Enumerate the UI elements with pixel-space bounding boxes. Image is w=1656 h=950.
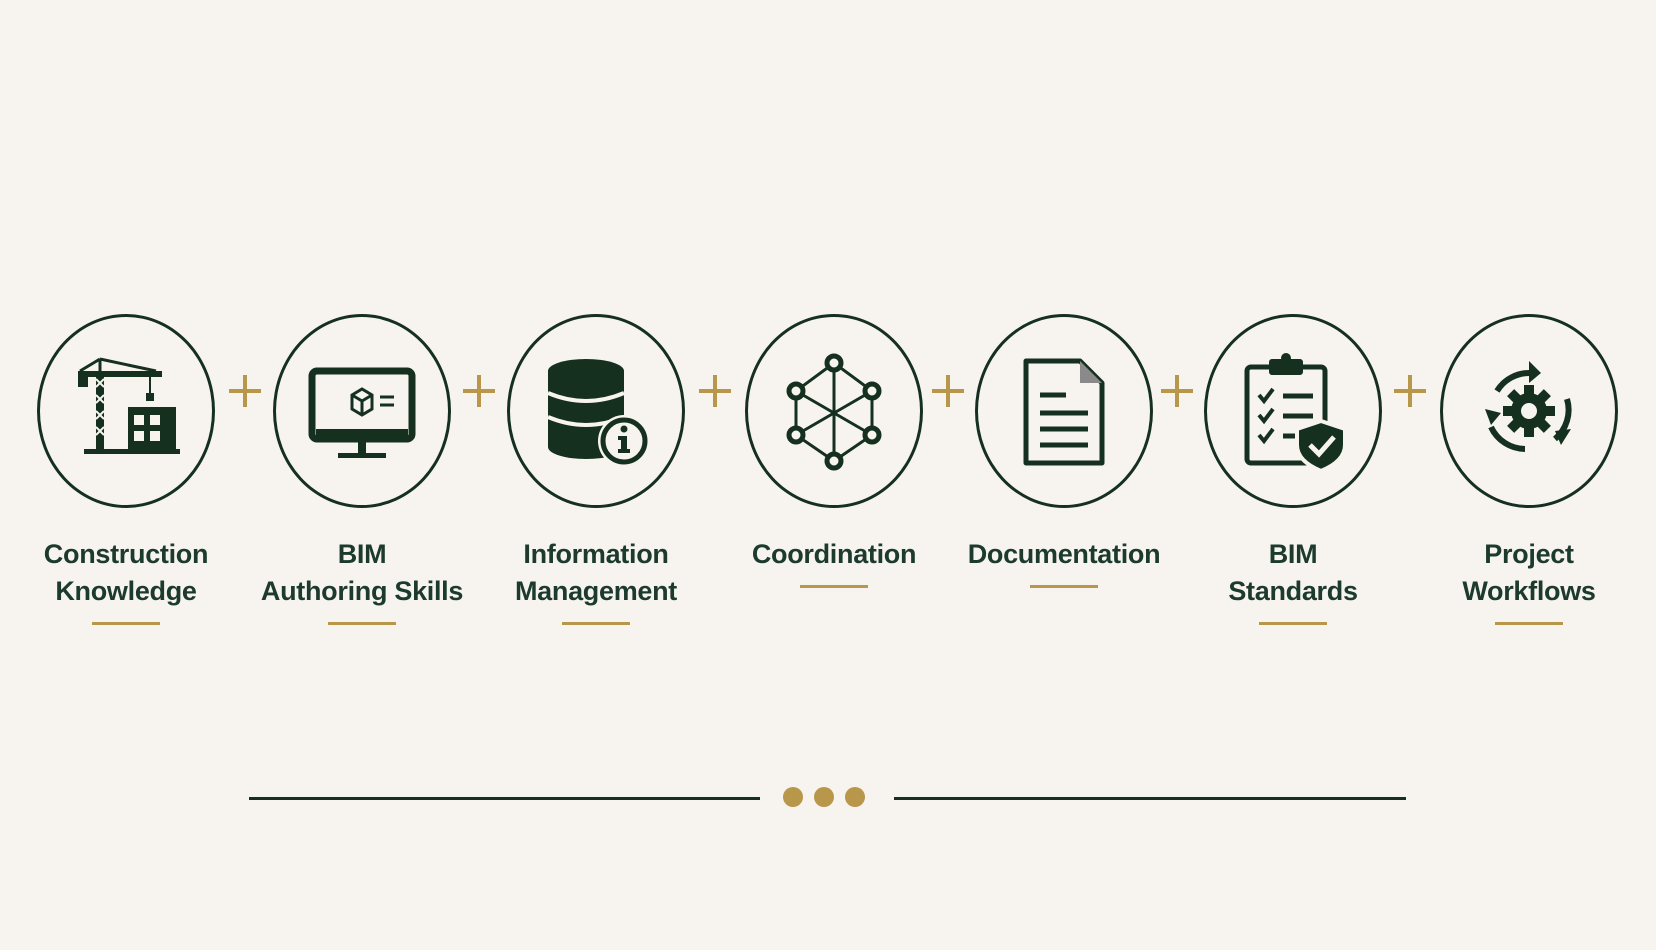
footer-divider-left [249, 797, 760, 800]
icon-circle [1204, 314, 1382, 508]
icon-circle [1440, 314, 1618, 508]
accent-underline [328, 622, 396, 625]
plus-icon [1161, 375, 1193, 407]
step-project-workflows: Project Workflows [1409, 314, 1649, 625]
step-construction-knowledge: Construction Knowledge [6, 314, 246, 625]
icon-circle [975, 314, 1153, 508]
plus-icon [229, 375, 261, 407]
step-documentation: Documentation [944, 314, 1184, 588]
plus-icon [932, 375, 964, 407]
step-label: Project Workflows [1462, 539, 1596, 606]
crane-building-icon [78, 357, 180, 454]
accent-underline [1495, 622, 1563, 625]
icon-circle [745, 314, 923, 508]
document-icon [1023, 358, 1105, 466]
step-label: Documentation [967, 539, 1161, 569]
clipboard-shield-icon [1244, 353, 1347, 471]
step-bim-standards: BIM Standards [1173, 314, 1413, 625]
footer-dot [814, 787, 834, 807]
step-label: BIM Standards [1228, 539, 1358, 606]
database-info-icon [547, 359, 650, 467]
icon-circle [273, 314, 451, 508]
network-nodes-icon [786, 353, 882, 471]
monitor-cube-icon [308, 367, 416, 458]
plus-icon [463, 375, 495, 407]
footer-dot [783, 787, 803, 807]
accent-underline [1259, 622, 1327, 625]
step-coordination: Coordination [714, 314, 954, 588]
icon-circle [37, 314, 215, 508]
step-label: Coordination [751, 539, 917, 569]
accent-underline [800, 585, 868, 588]
plus-icon [1394, 375, 1426, 407]
step-label: Construction Knowledge [43, 539, 209, 606]
step-label: BIM Authoring Skills [260, 539, 464, 606]
plus-icon [699, 375, 731, 407]
footer-divider-right [894, 797, 1406, 800]
step-information-management: Information Management [476, 314, 716, 625]
footer-dot [845, 787, 865, 807]
gear-cycle-icon [1485, 361, 1572, 452]
icon-circle [507, 314, 685, 508]
step-label: Information Management [514, 539, 678, 606]
accent-underline [1030, 585, 1098, 588]
step-bim-authoring-skills: BIM Authoring Skills [242, 314, 482, 625]
accent-underline [562, 622, 630, 625]
accent-underline [92, 622, 160, 625]
